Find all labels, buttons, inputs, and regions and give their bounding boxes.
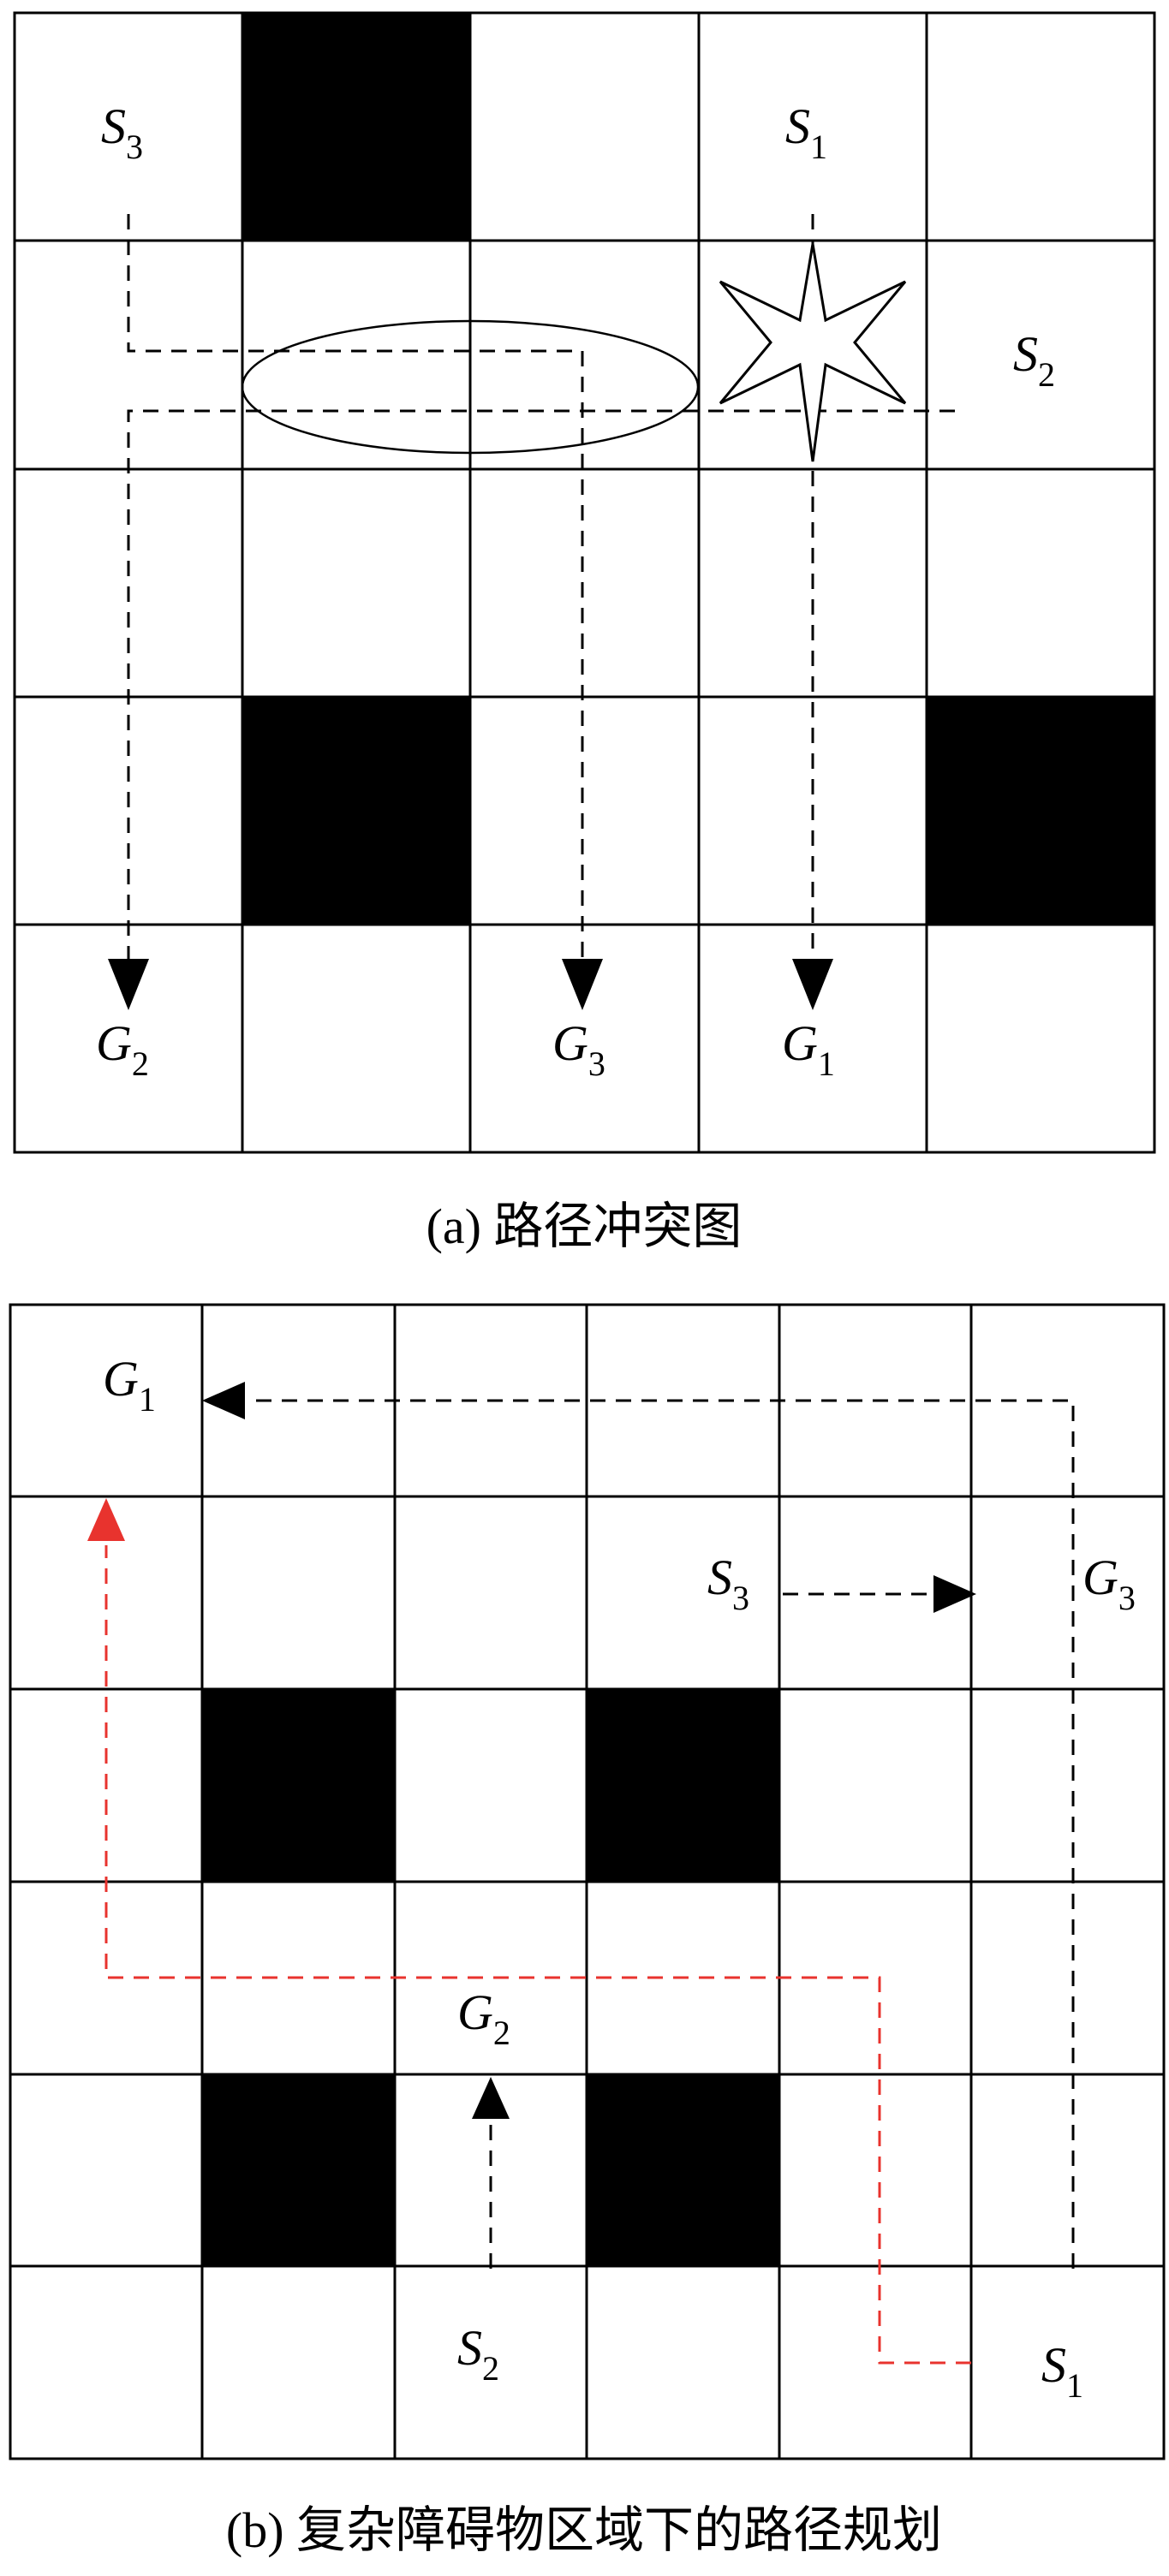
- path-highlight-red: [104, 1545, 971, 2365]
- label-s3-b: S3: [707, 1550, 749, 1617]
- label-letter: G: [552, 1015, 588, 1071]
- label-g2-b: G2: [457, 1984, 510, 2052]
- arrowhead-g3: [562, 959, 603, 1010]
- arrowhead-red: [87, 1498, 125, 1541]
- panel-a: S3 S1 S2 G2 G3 G1 (a) 路径冲突图: [13, 11, 1156, 1254]
- label-subscript: 2: [132, 1044, 149, 1083]
- obstacle-cell: [587, 2074, 779, 2267]
- label-letter: G: [96, 1015, 132, 1071]
- obstacle-cell: [242, 698, 470, 925]
- arrowhead-g1-b: [202, 1382, 245, 1419]
- label-g3-b: G3: [1083, 1550, 1136, 1617]
- path-s3-g3: [127, 214, 584, 959]
- arrowhead-s3: [933, 1575, 976, 1613]
- obstacle-cell: [587, 1689, 779, 1882]
- label-subscript: 2: [1038, 355, 1055, 394]
- label-subscript: 1: [818, 1044, 835, 1083]
- grid-a: [13, 11, 1156, 1154]
- label-letter: S: [101, 98, 126, 154]
- arrowhead-g1: [792, 959, 833, 1010]
- label-subscript: 3: [732, 1579, 749, 1617]
- obstacle-cell: [927, 698, 1154, 925]
- label-letter: G: [457, 1984, 493, 2040]
- panel-b: G1 S3 G3 G2 S2 S1 (b) 复杂障碍物区域下的路径规划: [9, 1303, 1166, 2558]
- label-s3-a: S3: [101, 98, 143, 166]
- label-subscript: 1: [139, 1380, 156, 1419]
- label-letter: G: [782, 1015, 818, 1071]
- label-s2-b: S2: [457, 2320, 499, 2388]
- obstacle-cell: [202, 1689, 395, 1882]
- label-subscript: 2: [493, 2014, 510, 2052]
- label-letter: S: [707, 1550, 732, 1605]
- label-subscript: 3: [126, 128, 143, 166]
- label-subscript: 3: [1118, 1579, 1136, 1617]
- obstacle-cell: [202, 2074, 395, 2267]
- label-letter: G: [103, 1351, 139, 1407]
- label-letter: G: [1083, 1550, 1118, 1605]
- arrowhead-g2: [108, 959, 149, 1010]
- conflict-ellipse: [241, 319, 700, 455]
- label-g2-a: G2: [96, 1015, 149, 1083]
- label-g1-b: G1: [103, 1351, 156, 1419]
- arrowhead-g2-b: [472, 2077, 510, 2119]
- label-g1-a: G1: [782, 1015, 835, 1083]
- label-letter: S: [1041, 2337, 1066, 2393]
- label-s2-a: S2: [1013, 326, 1055, 394]
- grid-b: [9, 1303, 1166, 2460]
- label-letter: S: [457, 2320, 482, 2376]
- label-subscript: 1: [1066, 2366, 1083, 2405]
- collision-star-icon: [719, 243, 907, 462]
- label-letter: S: [1013, 326, 1038, 382]
- obstacle-cell: [242, 13, 470, 241]
- caption-b: (b) 复杂障碍物区域下的路径规划: [226, 2502, 942, 2558]
- label-g3-a: G3: [552, 1015, 605, 1083]
- label-s1-b: S1: [1041, 2337, 1083, 2405]
- label-letter: S: [785, 98, 810, 154]
- label-s1-a: S1: [785, 98, 827, 166]
- path-s2-g2: [127, 409, 955, 967]
- caption-a: (a) 路径冲突图: [426, 1199, 743, 1254]
- label-subscript: 1: [810, 128, 827, 166]
- label-subscript: 3: [588, 1044, 605, 1083]
- path-s1-g1-black: [248, 1399, 1075, 2269]
- label-subscript: 2: [482, 2349, 499, 2388]
